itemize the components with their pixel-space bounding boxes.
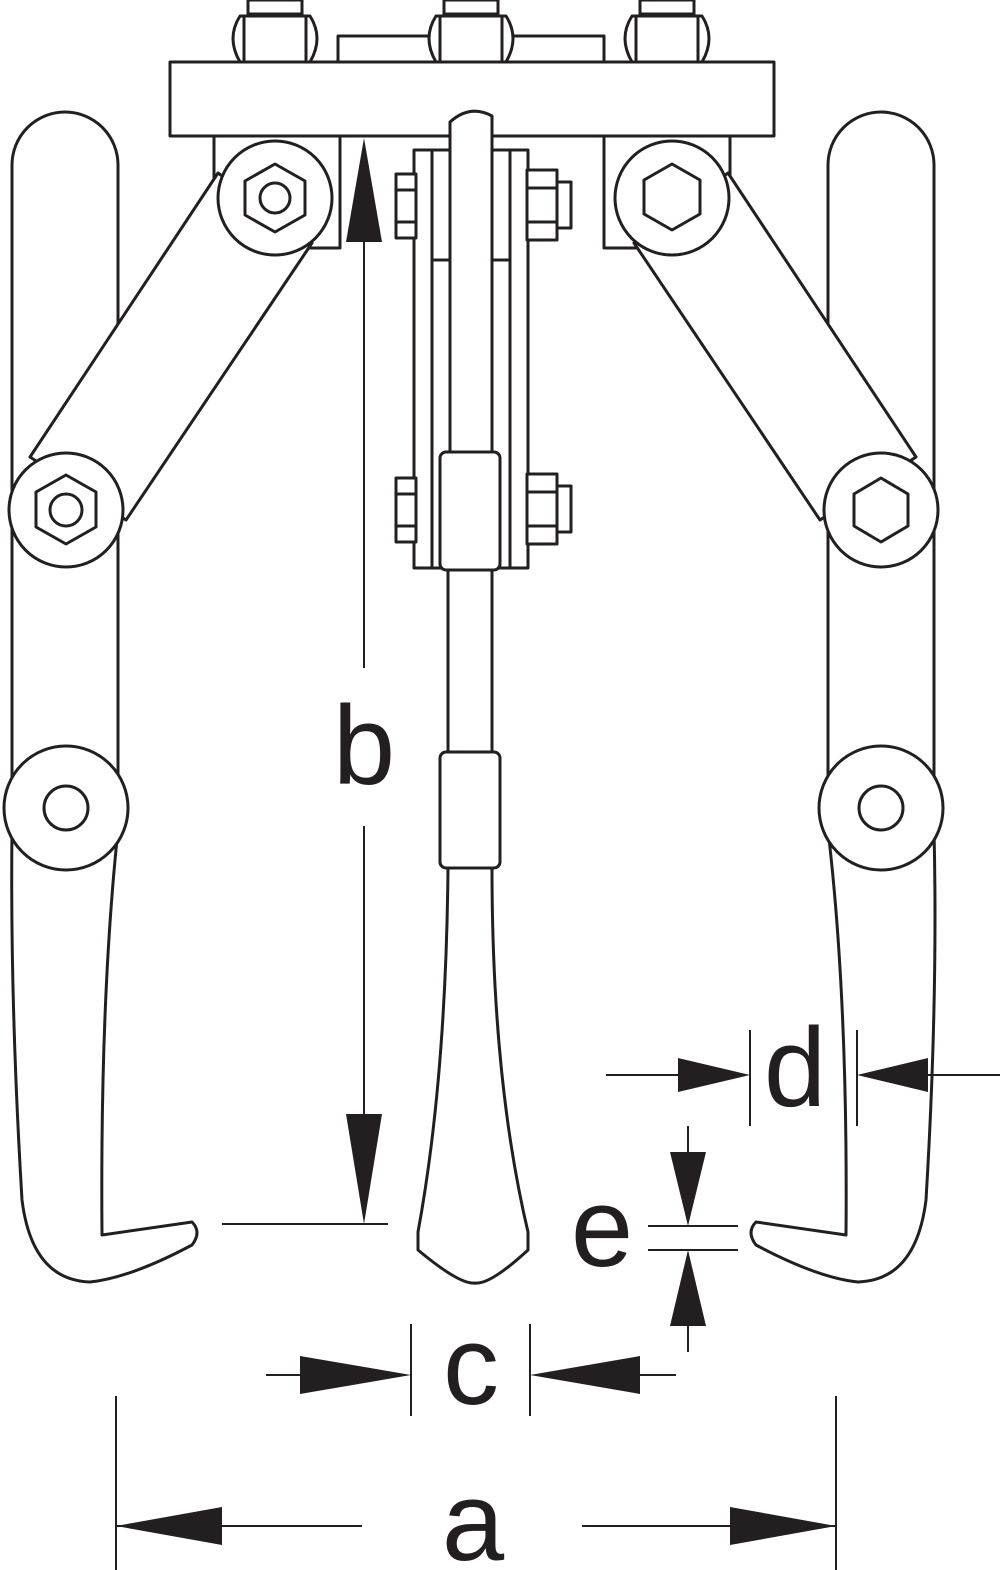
left-link-arm xyxy=(7,139,334,569)
left-jaw-pivot-pin xyxy=(42,784,90,832)
dimension-a-label: a xyxy=(442,1459,505,1570)
dimension-a-arrow-left xyxy=(116,1507,222,1545)
dimension-b: b xyxy=(222,138,395,1225)
top-nut-right xyxy=(623,0,711,64)
dimension-a: a xyxy=(115,1396,837,1570)
right-upper-hex-head xyxy=(642,162,702,232)
dimension-e-arrow-up xyxy=(670,1250,706,1326)
right-jaw xyxy=(749,110,945,1284)
top-nut-center xyxy=(427,0,515,64)
lower-side-bolts xyxy=(394,472,573,546)
dimension-e: e xyxy=(571,1126,738,1352)
dimension-e-arrow-down xyxy=(670,1152,706,1226)
center-shank-collar xyxy=(438,750,502,870)
dimension-c-arrow-left xyxy=(300,1356,411,1394)
right-lower-hex-head xyxy=(852,476,910,544)
dimension-e-label: e xyxy=(571,1165,633,1290)
dimension-b-arrow-down xyxy=(346,1114,382,1224)
dimension-d-arrow-left xyxy=(678,1058,750,1092)
center-shank-stem xyxy=(446,568,494,754)
center-shank-top xyxy=(448,109,494,454)
center-shank-block xyxy=(438,450,502,572)
right-link-arm xyxy=(613,139,940,569)
left-jaw xyxy=(2,110,199,1284)
center-arm-blade xyxy=(416,866,530,1285)
dimension-c-label: c xyxy=(443,1303,499,1428)
top-nut-left xyxy=(231,0,319,64)
dimension-d-label: d xyxy=(764,1005,826,1130)
upper-side-bolts xyxy=(394,168,573,242)
dimension-b-arrow-up xyxy=(346,138,382,242)
dimension-b-label: b xyxy=(333,683,395,808)
center-arm xyxy=(394,109,573,1285)
right-jaw-pivot-pin xyxy=(857,784,905,832)
dimension-c-arrow-right xyxy=(530,1356,640,1394)
dimension-d: d xyxy=(606,1005,1000,1130)
dimension-a-arrow-right xyxy=(730,1507,836,1545)
dimension-d-arrow-right xyxy=(857,1058,928,1092)
left-upper-hex-nut xyxy=(243,162,307,234)
dimension-c: c xyxy=(266,1303,676,1428)
left-lower-hex-nut xyxy=(34,473,98,546)
